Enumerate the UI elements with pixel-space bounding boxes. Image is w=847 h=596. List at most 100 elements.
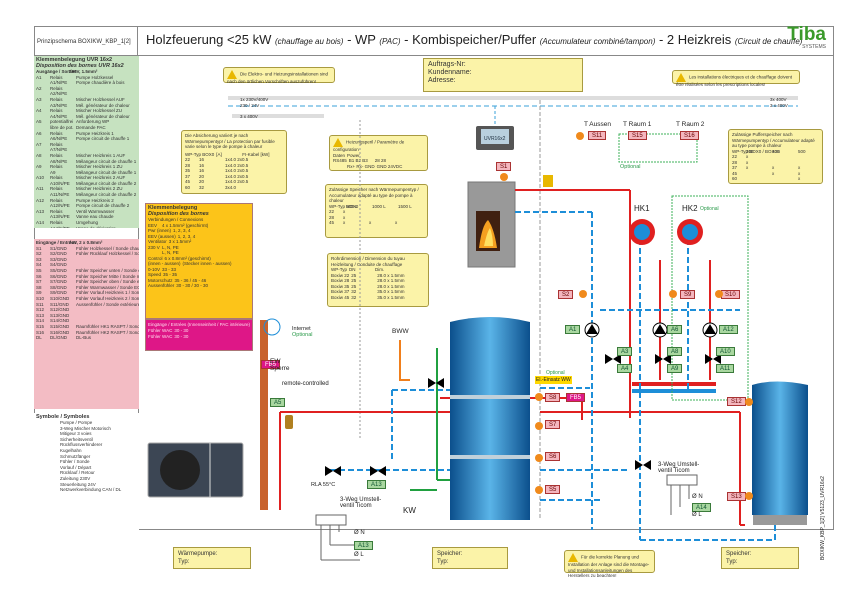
actuator-a13-wire[interactable]: A13 — [354, 541, 373, 550]
actuator-a5[interactable]: A5 — [270, 398, 286, 407]
sensor-fb5[interactable]: FB5 — [566, 393, 586, 402]
symbol-row: Fühler / Sonde — [60, 459, 90, 465]
connection-row: Pwr (innen)1, 2, 3, 4 — [148, 228, 191, 233]
combi-storage-tank[interactable] — [450, 317, 530, 520]
sensor-s2[interactable]: S2 — [558, 290, 574, 299]
sensor-s11[interactable]: S11 — [588, 131, 607, 140]
actuator-a8[interactable]: A8 — [667, 347, 683, 356]
connection-inputs-panel: Eingänge / Entrées (Innenseinheit / PAC … — [145, 319, 253, 351]
actuator-a1[interactable]: A1 — [565, 325, 581, 334]
hk1-label: HK1 — [634, 204, 650, 213]
symbol-row: Rücklauf / Retour — [60, 470, 95, 476]
sensor-s13[interactable]: S13 — [727, 492, 746, 501]
sensor-s9[interactable]: S9 — [680, 290, 696, 299]
sensor-fb5-ew[interactable]: FB5 — [261, 360, 281, 369]
actuator-a12[interactable]: A12 — [719, 325, 738, 334]
actuator-a9[interactable]: A9 — [667, 364, 683, 373]
sensor-s15[interactable]: S15 — [628, 131, 647, 140]
sensor-s6[interactable]: S6 — [545, 452, 561, 461]
l-label: Ø L — [354, 552, 364, 558]
customer-box: Auftrags-Nr: Kundenname: Adresse: — [423, 58, 583, 92]
actuator-a11[interactable]: A11 — [716, 364, 735, 373]
actuator-a4[interactable]: A4 — [617, 364, 633, 373]
actuator-a6[interactable]: A6 — [667, 325, 683, 334]
storage-footer-box-2: Speicher:Typ: — [721, 547, 799, 569]
warning-icon — [568, 553, 578, 562]
sensor-dot — [535, 393, 543, 401]
ea100r-terminal — [315, 514, 347, 526]
warning-icon — [333, 138, 343, 147]
config-note: Heizungsperil / Paramètre de configurati… — [329, 135, 428, 171]
power-line-1: 1x 230V/400V — [240, 97, 269, 102]
sensor-s7[interactable]: S7 — [545, 420, 561, 429]
n-label: Ø N — [692, 494, 703, 500]
ea100r-terminal — [666, 474, 698, 486]
sensor-dot — [535, 486, 543, 494]
sensor-dot — [745, 492, 753, 500]
actuator-a10[interactable]: A10 — [716, 347, 735, 356]
warning-icon — [227, 70, 237, 79]
sensor-s1[interactable]: S1 — [496, 162, 512, 171]
mixing-valves — [325, 354, 721, 476]
sensor-dot — [579, 290, 587, 298]
sensor-s10[interactable]: S10 — [721, 290, 740, 299]
sensor-s12[interactable]: S12 — [727, 397, 746, 406]
symbol-row: Netzwerkverbindung CAN / DL — [60, 487, 122, 493]
power-lines — [228, 96, 798, 118]
sensor-s16[interactable]: S16 — [680, 131, 699, 140]
t-raum2-label: T Raum 2 — [676, 121, 705, 128]
symbol-row: Steuerleitung 24V — [60, 481, 96, 487]
actuator-a14[interactable]: A14 — [692, 503, 711, 512]
controller-label: UVR16x2 — [484, 136, 506, 142]
heat-pump-outdoor-unit[interactable] — [147, 442, 244, 498]
symbol-row: Rückflussverhinderer — [60, 442, 103, 448]
actuator-a3[interactable]: A3 — [617, 347, 633, 356]
wood-boiler[interactable] — [467, 181, 516, 268]
fuse-row: WP-Typ BOX0[A]FI-Kabel [kW] — [185, 151, 270, 157]
sensor-s5[interactable]: S5 — [545, 485, 561, 494]
n-label: Ø N — [354, 530, 365, 536]
hot-water-line — [399, 340, 410, 381]
sensor-dot — [715, 290, 723, 298]
connection-panel: Klemmenbelegung Disposition des bornes V… — [145, 203, 253, 319]
electrical-note: Die Elektro- und Heizungsinstallationen … — [223, 67, 335, 84]
dhw-tank[interactable] — [752, 381, 808, 526]
sensor-s8[interactable]: S8 — [545, 393, 561, 402]
sensor-dot — [535, 422, 543, 430]
actuator-a13[interactable]: A13 — [367, 480, 386, 489]
